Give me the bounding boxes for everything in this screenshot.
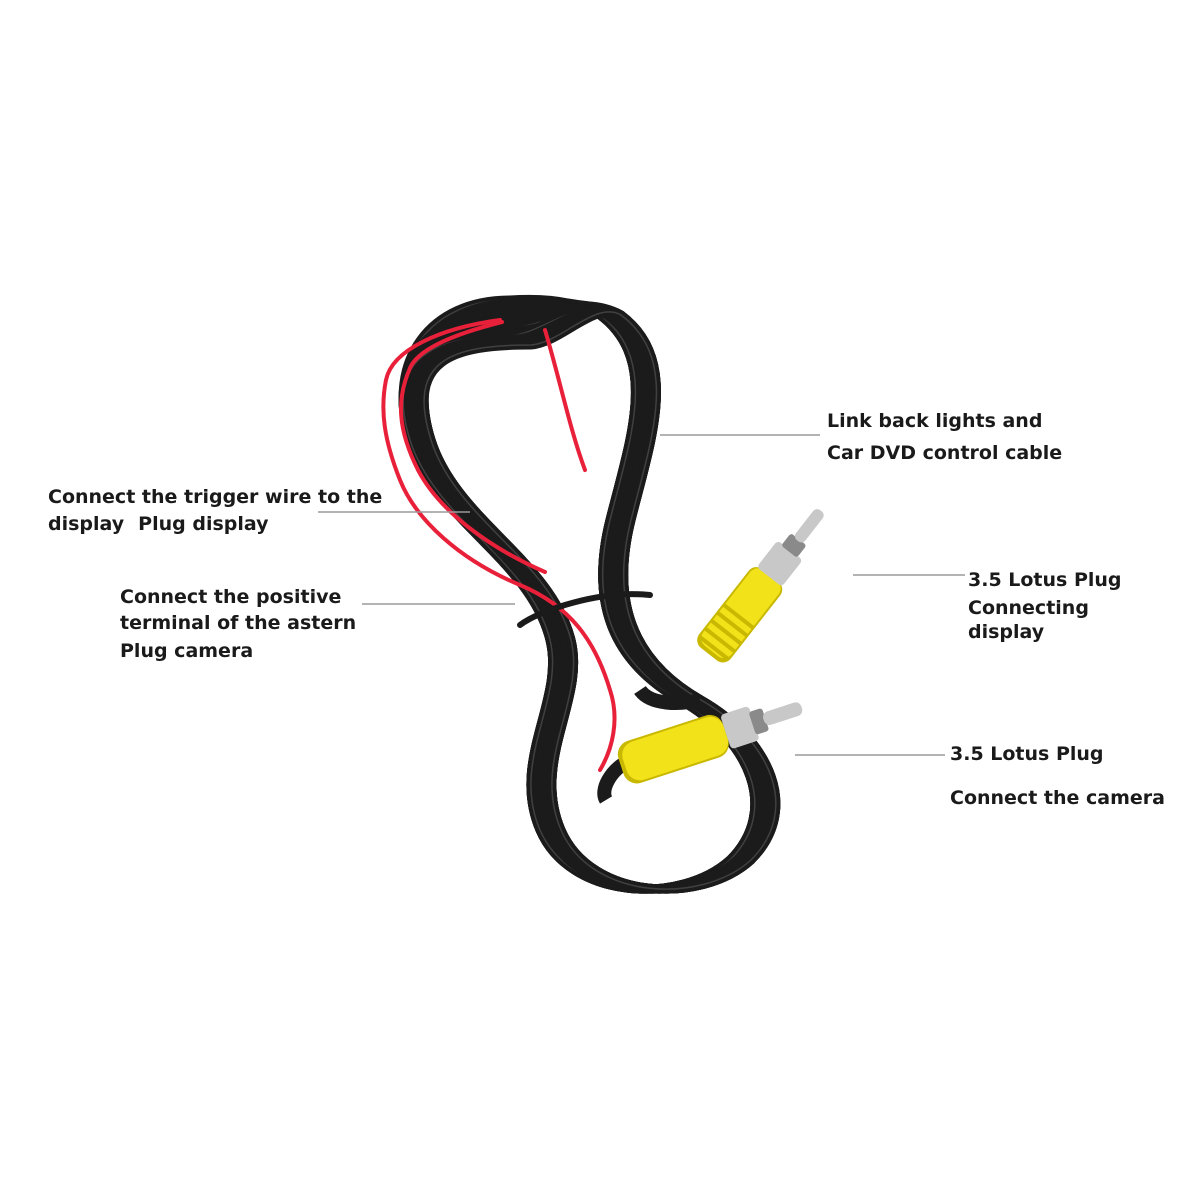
lotus-display-label: 3.5 Lotus Plug Connecting display: [968, 567, 1122, 644]
cable-loop: [405, 297, 767, 894]
trigger-wire-label-line2b: Plug display: [138, 513, 269, 535]
cable-loop-highlight: [423, 311, 777, 890]
leader-lines: [318, 434, 965, 756]
positive-terminal-label-line1: Connect the positive: [120, 586, 342, 608]
lotus-camera-label-line1: 3.5 Lotus Plug: [950, 743, 1104, 765]
plug-ridge: [709, 618, 743, 646]
rca-plug-camera: [597, 702, 803, 804]
lotus-display-label-line2: Connecting: [968, 597, 1089, 619]
red-trigger-wire: [381, 318, 617, 772]
control-cable-label-line1: Link back lights and: [827, 410, 1043, 432]
cable-loop: [398, 302, 760, 894]
trigger-wire-label: Connect the trigger wire to the display P…: [48, 484, 382, 538]
cable-tie: [517, 591, 653, 628]
plug-ridge: [722, 603, 755, 630]
positive-terminal-label-line3: Plug camera: [120, 640, 254, 662]
trigger-wire-label-line1: Connect the trigger wire to the: [48, 486, 383, 508]
rca-plug-display: [634, 509, 824, 710]
cable-loop: [398, 294, 760, 894]
control-cable-label: Link back lights and Car DVD control cab…: [827, 405, 1062, 469]
plug-ridge: [716, 610, 749, 638]
lotus-display-label-line3: display: [968, 621, 1045, 643]
lotus-display-label-line1: 3.5 Lotus Plug: [968, 569, 1122, 591]
plug-ridge: [697, 634, 731, 662]
plug-ridge: [703, 626, 737, 654]
trigger-wire-label-line2a: display: [48, 513, 125, 535]
positive-terminal-label-line2: terminal of the astern: [120, 612, 357, 634]
control-cable-label-line2: Car DVD control cable: [827, 442, 1063, 464]
lotus-camera-label: 3.5 Lotus Plug Connect the camera: [950, 742, 1165, 811]
black-cable-coil: [398, 294, 781, 894]
lotus-camera-label-line2: Connect the camera: [950, 787, 1165, 809]
positive-terminal-label: Connect the positive terminal of the ast…: [120, 584, 356, 664]
cable-loop-highlight: [402, 298, 756, 890]
